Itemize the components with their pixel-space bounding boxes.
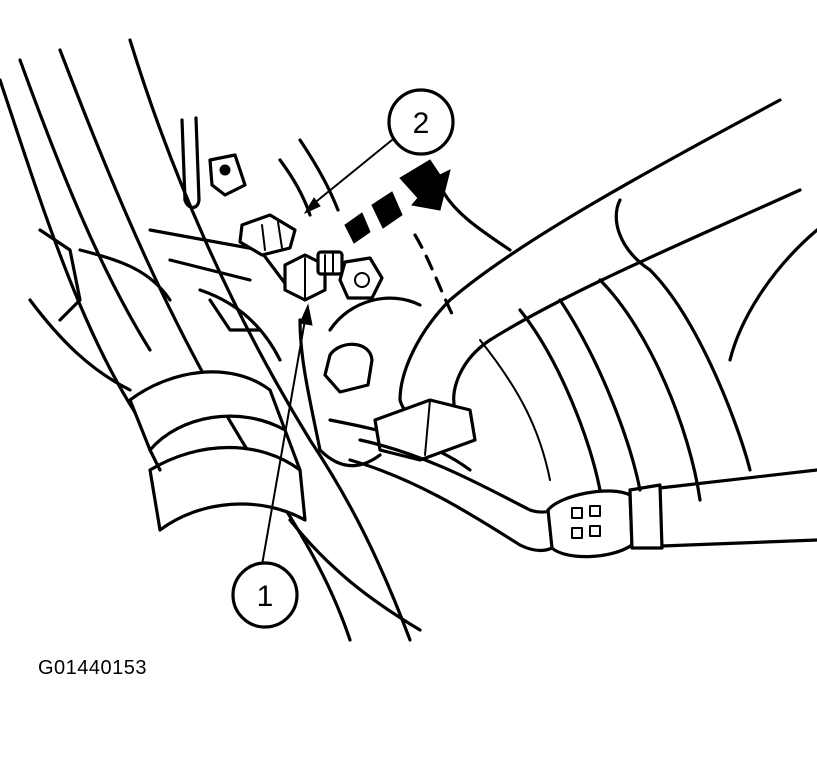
brake-line [348,438,562,553]
direction-arrow [344,159,451,244]
callout-1: 1 [231,561,299,629]
callout-1-number: 1 [257,580,274,613]
callout-2: 2 [387,88,455,156]
engine-bracket [28,228,292,392]
bleeder-screw [283,250,384,302]
right-hose-fitting [546,468,817,559]
brake-drum [479,198,817,502]
leader-line-1 [261,303,313,566]
vertical-pipe [180,116,247,210]
tube-clip [373,398,477,462]
hose-clamp [128,370,307,532]
leader-line-2 [303,139,393,215]
fitting-nut-upper [238,213,297,257]
caliper-housing [288,296,472,632]
callout-2-number: 2 [413,107,430,140]
motion-path [278,138,512,322]
figure-id: G01440153 [38,657,148,679]
